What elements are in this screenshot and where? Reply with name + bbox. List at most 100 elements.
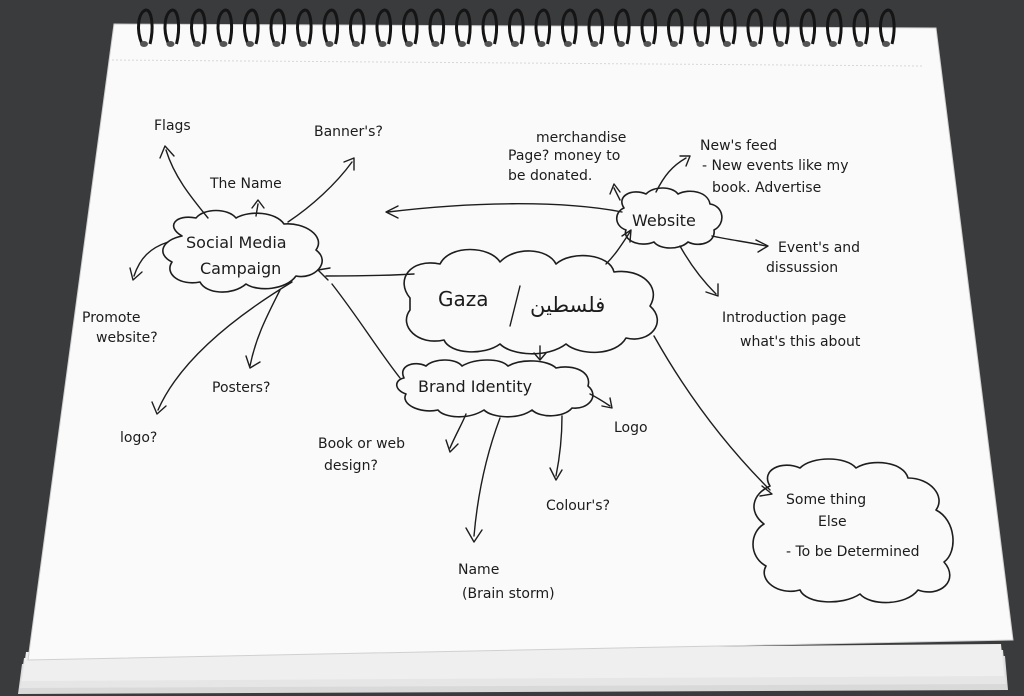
spiral-ring	[640, 8, 658, 45]
something-label-line3: - To be Determined	[786, 544, 920, 560]
news-label-line3: book. Advertise	[712, 180, 821, 196]
spiral-ring	[163, 8, 181, 45]
slash-divider	[509, 285, 521, 327]
connectors	[129, 145, 773, 543]
merch-label-line1: merchandise	[536, 130, 626, 146]
spiral-ring	[799, 8, 817, 45]
website-label: Website	[632, 211, 696, 230]
spiral-hole	[140, 41, 148, 47]
spiral-ring	[296, 8, 313, 45]
spiral-ring	[693, 8, 711, 45]
spiral-hole	[643, 41, 652, 47]
spiral-hole	[537, 41, 546, 47]
spiral-ring	[190, 8, 207, 45]
posters-label: Posters?	[212, 380, 270, 396]
name-label-line1: Name	[458, 562, 499, 578]
flags-label: Flags	[154, 118, 191, 134]
spiral-ring	[773, 8, 790, 45]
spiral-hole	[723, 41, 731, 47]
spiral-ring	[269, 8, 287, 45]
spiral-ring	[481, 8, 499, 45]
logo-brand-label: Logo	[614, 420, 648, 436]
events-label-line1: Event's and	[778, 240, 860, 256]
spiral-hole	[590, 41, 599, 47]
banners-label: Banner's?	[314, 124, 383, 140]
spiral-hole	[511, 41, 519, 47]
spiral-hole	[882, 41, 890, 47]
spiral-ring	[614, 8, 631, 45]
spiral-hole	[749, 41, 758, 47]
spiral-ring	[534, 8, 552, 45]
spiral-binding	[137, 8, 896, 47]
promote-label-line2: website?	[96, 330, 158, 346]
spiral-ring	[216, 8, 234, 45]
spiral-ring	[349, 8, 366, 45]
something-cloud	[752, 458, 954, 604]
news-label-line2: - New events like my	[702, 158, 848, 174]
something-label-line2: Else	[818, 514, 847, 530]
spiral-hole	[325, 41, 334, 47]
spiral-ring	[587, 8, 605, 45]
promote-label-line1: Promote	[82, 310, 141, 326]
spiral-ring	[852, 8, 870, 45]
spiral-ring	[720, 8, 737, 45]
spiral-hole	[431, 41, 440, 47]
spiral-hole	[670, 41, 678, 47]
website-cloud	[615, 187, 723, 249]
spiral-hole	[193, 41, 201, 47]
spiral-hole	[299, 41, 307, 47]
spiral-ring	[826, 8, 843, 45]
book-label-line2: design?	[324, 458, 378, 474]
spiral-hole	[855, 41, 864, 47]
logo-social-label: logo?	[120, 430, 157, 446]
spiral-ring	[322, 8, 340, 45]
spiral-hole	[405, 41, 413, 47]
spiral-hole	[458, 41, 466, 47]
perforation-line	[111, 59, 923, 67]
spiral-ring	[375, 8, 393, 45]
central-label-latin: Gaza	[438, 287, 489, 311]
spiral-ring	[879, 8, 896, 45]
social-label-line1: Social Media	[186, 233, 287, 252]
news-label-line1: New's feed	[700, 138, 777, 154]
spiral-hole	[272, 41, 281, 47]
spiral-hole	[166, 41, 175, 47]
merch-label-line2: Page? money to	[508, 148, 620, 164]
social-cloud	[162, 209, 323, 293]
brand-label: Brand Identity	[418, 377, 532, 396]
notebook-page	[27, 23, 1014, 661]
social-label-line2: Campaign	[200, 259, 281, 278]
spiral-ring	[137, 8, 154, 45]
name-label-line2: (Brain storm)	[462, 586, 555, 602]
spiral-hole	[696, 41, 705, 47]
brand-cloud	[395, 359, 594, 418]
spiral-hole	[219, 41, 228, 47]
events-label-line2: dissussion	[766, 260, 838, 276]
spiral-hole	[378, 41, 387, 47]
spiral-ring	[243, 8, 260, 45]
spiral-hole	[246, 41, 254, 47]
spiral-ring	[428, 8, 446, 45]
spiral-hole	[776, 41, 784, 47]
central-label-arabic: فلسطين	[530, 293, 605, 317]
something-label-line1: Some thing	[786, 492, 866, 508]
spiral-ring	[508, 8, 525, 45]
intro-label-line1: Introduction page	[722, 310, 846, 326]
spiral-hole	[829, 41, 837, 47]
spiral-hole	[802, 41, 811, 47]
spiral-ring	[561, 8, 578, 45]
merch-label-line3: be donated.	[508, 168, 592, 184]
spiral-ring	[667, 8, 684, 45]
spiral-ring	[746, 8, 764, 45]
spiral-ring	[455, 8, 472, 45]
spiral-hole	[352, 41, 360, 47]
colours-label: Colour's?	[546, 498, 610, 514]
spiral-ring	[402, 8, 419, 45]
book-label-line1: Book or web	[318, 436, 405, 452]
spiral-hole	[484, 41, 493, 47]
intro-label-line2: what's this about	[740, 334, 861, 350]
spiral-hole	[617, 41, 625, 47]
the-name-label: The Name	[209, 176, 282, 192]
spiral-hole	[564, 41, 572, 47]
